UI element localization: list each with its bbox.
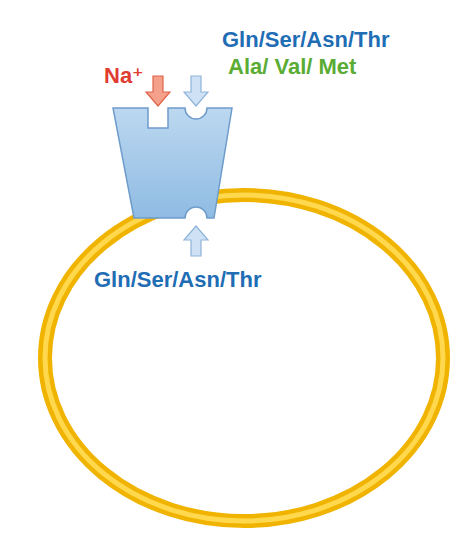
substrate-in-arrow: [184, 76, 208, 106]
substrate-out-arrow: [184, 226, 208, 256]
ion-label: Na⁺: [104, 64, 144, 88]
membrane-highlight: [45, 195, 443, 521]
membrane-ring: [38, 188, 450, 528]
transporter-protein: [113, 108, 232, 218]
substrate-label: Gln/Ser/Asn/Thr: [94, 268, 261, 292]
membrane-outer: [45, 195, 443, 521]
cell-membrane: Gln/Ser/Asn/Thr: [38, 188, 450, 528]
sodium-arrow: [146, 76, 170, 106]
substrate-label: Ala/ Val/ Met: [228, 55, 356, 79]
substrate-label: Gln/Ser/Asn/Thr: [222, 28, 389, 52]
